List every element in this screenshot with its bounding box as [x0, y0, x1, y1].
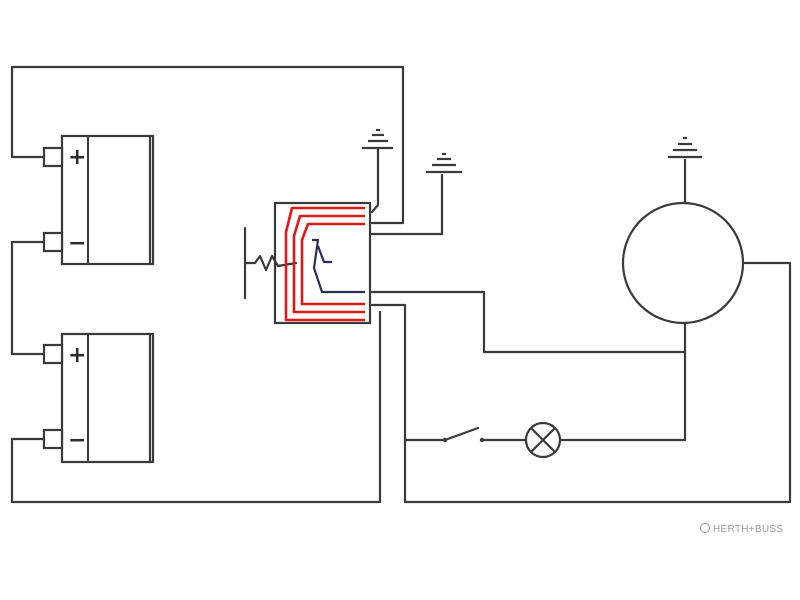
brand-watermark: HERTH+BUSS	[700, 523, 783, 535]
battery-top-negative-terminal	[42, 231, 64, 253]
relay-contact-1	[284, 206, 365, 322]
switch-icon	[442, 426, 485, 443]
battery-bottom-negative-terminal	[42, 428, 64, 450]
wire-ground-1	[370, 146, 380, 214]
relay-feed	[312, 238, 365, 294]
battery-bottom-body	[60, 332, 152, 464]
wire-top-loop	[10, 65, 405, 225]
relay-contact-3	[300, 222, 365, 306]
battery-top-negative-symbol: −	[68, 231, 86, 256]
motor	[621, 158, 745, 325]
ground-1-icon	[362, 128, 393, 150]
motor-circle	[621, 201, 745, 325]
wire-motor-to-lamp	[558, 320, 687, 442]
wire-bottom-return	[10, 310, 382, 504]
relay-contact-2	[292, 214, 365, 314]
battery-bottom-positive-symbol: +	[68, 343, 86, 368]
brand-logo-icon	[700, 523, 710, 533]
battery-top-positive-symbol: +	[68, 145, 86, 170]
relay-unit	[243, 201, 372, 325]
battery-top-body	[60, 134, 152, 266]
battery-top-positive-terminal	[42, 146, 64, 168]
wire-battery-series	[10, 240, 46, 356]
wire-motor-return	[370, 261, 792, 504]
battery-bottom: + −	[42, 332, 155, 464]
relay-feed-2	[316, 245, 332, 264]
wire-relay-to-motor	[328, 290, 687, 354]
relay-actuator	[243, 226, 298, 300]
lamp-icon	[524, 421, 562, 459]
battery-bottom-positive-terminal	[42, 343, 64, 365]
battery-top: + −	[42, 134, 155, 266]
brand-text: HERTH+BUSS	[713, 524, 784, 535]
ground-2-icon	[426, 152, 462, 174]
battery-bottom-negative-symbol: −	[68, 428, 86, 453]
ground-3-icon	[668, 136, 702, 159]
